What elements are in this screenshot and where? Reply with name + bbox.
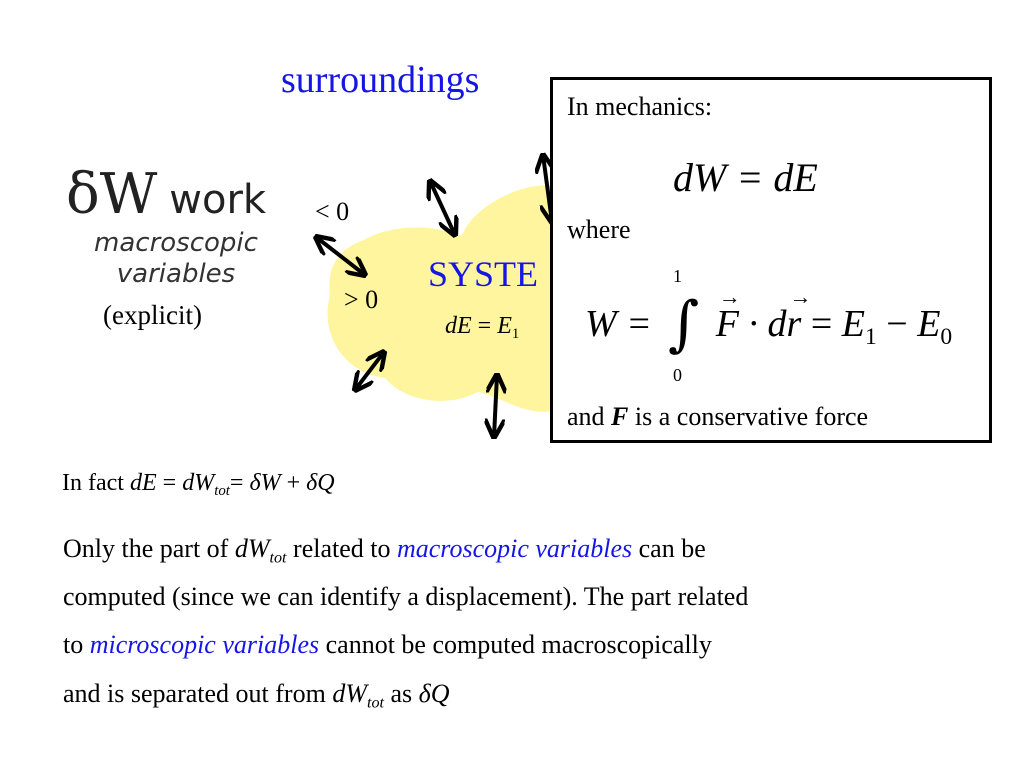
where-label: where <box>567 215 631 244</box>
macroscopic-variables-term: macroscopic variables <box>396 534 633 563</box>
fact-delta-w: δW <box>249 470 281 496</box>
mechanics-title: In mechanics: <box>567 92 713 121</box>
mechanics-box: In mechanics: dW = dE where 1 ∫ 0 W = F ·… <box>550 77 992 443</box>
work-integral-equation: W =F · dr = E1 − E0 <box>585 284 952 349</box>
integral-lower-limit: 0 <box>673 365 682 385</box>
delta-w-symbol: δW <box>66 162 158 227</box>
system-eq-lhs: dE <box>445 313 472 339</box>
fact-de: dE <box>129 470 157 496</box>
macro-line-1: macroscopic <box>94 228 258 258</box>
p1-dw: dW <box>234 534 270 563</box>
eq2-sub1: 1 <box>864 324 877 351</box>
p4-a: and is separated out from <box>63 679 333 708</box>
cons-post: is a conservative force <box>628 402 869 431</box>
work-word: work <box>169 177 267 223</box>
p4-b: as <box>384 679 419 708</box>
eq2-e0: E <box>917 303 941 345</box>
fact-eq1: = <box>156 470 183 496</box>
p1-b: related to <box>286 534 397 563</box>
fact-eq2: = <box>229 470 250 496</box>
displacement-vector: r <box>787 284 812 346</box>
system-label: SYSTE <box>428 254 539 294</box>
integral-sign: ∫ <box>668 289 700 359</box>
p4-dw: dW <box>332 679 367 708</box>
system-energy-equation: dE = E1 <box>445 313 520 343</box>
p1-tot: tot <box>269 549 287 567</box>
cons-pre: and <box>567 402 612 431</box>
microscopic-variables-term: microscopic variables <box>89 630 320 659</box>
fact-pre: In fact <box>62 470 130 496</box>
work-energy-equation: dW = dE <box>673 155 818 200</box>
integral-upper-limit: 1 <box>673 266 682 286</box>
eq2-equals: = <box>801 303 842 345</box>
p4-delta-q: δQ <box>418 679 450 708</box>
p4-tot: tot <box>366 694 384 712</box>
macroscopic-variables-label: macroscopic variables <box>86 228 266 290</box>
force-vector: F <box>716 284 741 346</box>
p3-b: cannot be computed macroscopically <box>319 630 712 659</box>
p1-a: Only the part of <box>63 534 235 563</box>
arrow-top-system <box>430 181 455 235</box>
conservative-force-note: and F is a conservative force <box>567 402 868 432</box>
eq2-e1: E <box>841 303 865 345</box>
macro-line-2: variables <box>116 259 236 289</box>
p1-c: can be <box>632 534 706 563</box>
fact-plus: + <box>280 470 307 496</box>
arrow-bottom <box>494 375 497 437</box>
arrow-lower-left <box>355 352 384 390</box>
paragraph-line-3: to microscopic variables cannot be compu… <box>63 630 712 660</box>
greater-than-zero-label: > 0 <box>344 285 379 314</box>
eq2-lhs: W = <box>585 303 652 345</box>
fact-delta-q: δQ <box>306 470 335 496</box>
less-than-zero-label: < 0 <box>315 197 350 226</box>
system-eq-rhs: E <box>497 313 512 339</box>
eq2-minus: − <box>876 303 918 345</box>
eq2-sub0: 0 <box>940 324 953 351</box>
in-fact-equation: In fact dE = dWtot= δW + δQ <box>62 470 335 500</box>
fact-tot: tot <box>214 483 230 500</box>
system-eq-sub: 1 <box>511 326 520 343</box>
surroundings-label: surroundings <box>281 59 480 101</box>
eq2-dot: · d <box>739 303 787 345</box>
paragraph-line-4: and is separated out from dWtot as δQ <box>63 679 450 712</box>
paragraph-line-1: Only the part of dWtot related to macros… <box>63 534 706 567</box>
arrow-work-in <box>316 237 365 275</box>
cons-force-symbol: F <box>611 402 629 431</box>
paragraph-line-2: computed (since we can identify a displa… <box>63 582 749 611</box>
fact-dw: dW <box>182 470 215 496</box>
explicit-label: (explicit) <box>103 300 202 330</box>
p3-a: to <box>63 630 90 659</box>
